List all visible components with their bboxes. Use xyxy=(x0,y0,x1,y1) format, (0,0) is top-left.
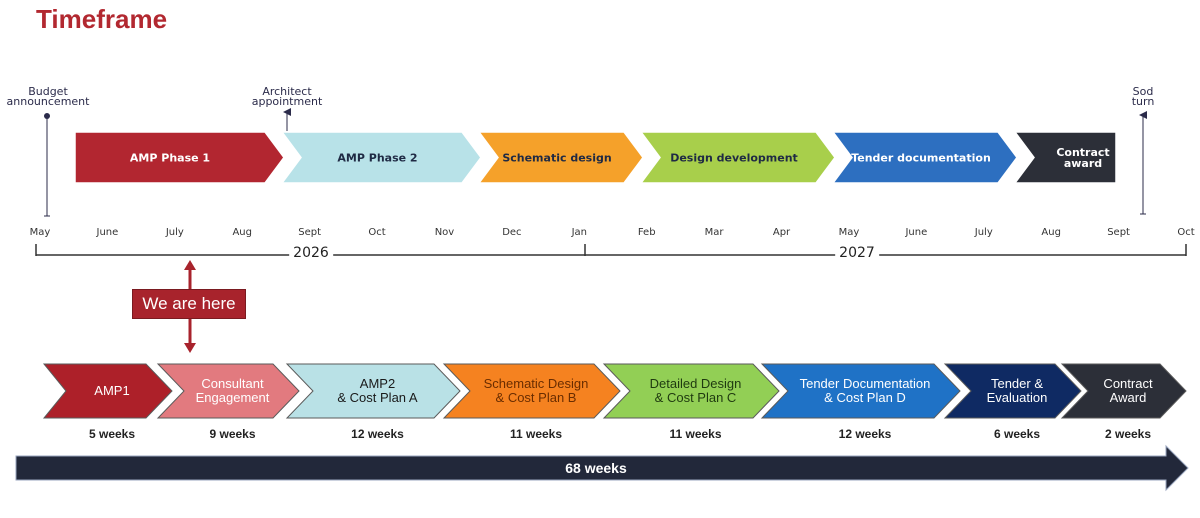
total-duration-arrow xyxy=(15,444,1189,492)
phase-label-4: Design development xyxy=(670,151,798,164)
stage-duration-2: 9 weeks xyxy=(209,427,256,441)
year-label-2026: 2026 xyxy=(289,245,333,261)
phase-label-5: Tender documentation xyxy=(851,151,991,164)
phase-chevron-5 xyxy=(831,131,1018,184)
month-label: May xyxy=(838,227,860,238)
month-label: Sept xyxy=(1107,227,1130,238)
stage-chevron-1 xyxy=(42,363,173,419)
total-duration-label: 68 weeks xyxy=(565,460,627,476)
month-label: Feb xyxy=(637,227,656,238)
month-label: June xyxy=(96,227,119,238)
phase-label-1: AMP Phase 1 xyxy=(129,151,211,164)
page-title: Timeframe xyxy=(36,4,168,34)
sod-marker-label: Sod turn xyxy=(1122,85,1164,108)
stage-label-8: Contract Award xyxy=(1103,376,1153,405)
sod-marker-label-line1: Sod xyxy=(1132,85,1154,98)
month-label: July xyxy=(974,227,993,238)
stage-duration-5: 11 weeks xyxy=(669,427,722,441)
month-label: Oct xyxy=(368,227,386,238)
phase-chevron-3 xyxy=(477,131,644,184)
phase-label-6-line2: award xyxy=(1063,156,1103,170)
architect-marker-label-line1: Architect xyxy=(262,85,312,98)
phase-chevron-2 xyxy=(280,131,482,184)
month-label: Sept xyxy=(298,227,322,238)
stage-chevron-4 xyxy=(442,363,621,419)
month-label: June xyxy=(905,227,928,238)
stage-label-5: Detailed Design & Cost Plan C xyxy=(649,376,742,405)
stage-label-3: AMP2 & Cost Plan A xyxy=(337,376,418,405)
month-label: Mar xyxy=(704,227,724,238)
architect-marker-label: Architect appointment xyxy=(243,85,331,108)
stage-duration-7: 6 weeks xyxy=(993,427,1041,441)
stage-label-2: Consultant Engagement xyxy=(195,376,270,405)
month-label: Aug xyxy=(1041,227,1061,238)
month-label: Nov xyxy=(434,227,455,238)
month-label: Jan xyxy=(571,227,587,238)
stage-duration-4: 11 weeks xyxy=(509,427,563,441)
month-label: July xyxy=(165,227,184,238)
budget-marker-label: Budget announcement xyxy=(2,85,94,108)
sod-marker-label-line2: turn xyxy=(1131,95,1155,108)
stage-duration-8: 2 weeks xyxy=(1104,427,1152,441)
we-are-here-badge: We are here xyxy=(132,289,246,319)
stage-label-7: Tender & Evaluation xyxy=(986,376,1048,405)
phase-label-2: AMP Phase 2 xyxy=(337,151,418,164)
stage-chevron-7 xyxy=(943,363,1082,419)
we-are-here-arrow xyxy=(184,260,196,353)
stage-duration-3: 12 weeks xyxy=(351,427,404,441)
budget-marker-label-line2: announcement xyxy=(6,95,90,108)
stage-chevron-3 xyxy=(285,363,461,419)
month-label: Oct xyxy=(1177,227,1195,238)
phase-chevron-4 xyxy=(639,131,836,184)
month-label: Dec xyxy=(502,227,522,238)
stage-chevron-8 xyxy=(1060,363,1187,419)
month-label: May xyxy=(29,227,51,238)
stage-duration-6: 12 weeks xyxy=(838,427,892,441)
stage-label-4: Schematic Design & Cost Plan B xyxy=(483,376,589,405)
stage-chevron-6 xyxy=(760,363,961,419)
budget-marker-label-line1: Budget xyxy=(28,85,68,98)
phase-chevron-6 xyxy=(1013,131,1117,184)
year-label-2027: 2027 xyxy=(835,245,879,261)
stage-label-6: Tender Documentation & Cost Plan D xyxy=(799,376,931,405)
month-label: Apr xyxy=(772,227,791,238)
month-label: Aug xyxy=(232,227,252,238)
phase-label-3: Schematic design xyxy=(502,151,612,164)
budget-marker-dot xyxy=(44,113,50,119)
stage-chevron-5 xyxy=(602,363,780,419)
stage-label-1: AMP1 xyxy=(94,383,130,398)
stage-chevron-2 xyxy=(156,363,300,419)
phase-label-6-line1: Contract xyxy=(1056,145,1110,159)
architect-marker-label-line2: appointment xyxy=(251,95,323,108)
stage-duration-1: 5 weeks xyxy=(88,427,136,441)
phase-chevron-1 xyxy=(74,131,285,184)
